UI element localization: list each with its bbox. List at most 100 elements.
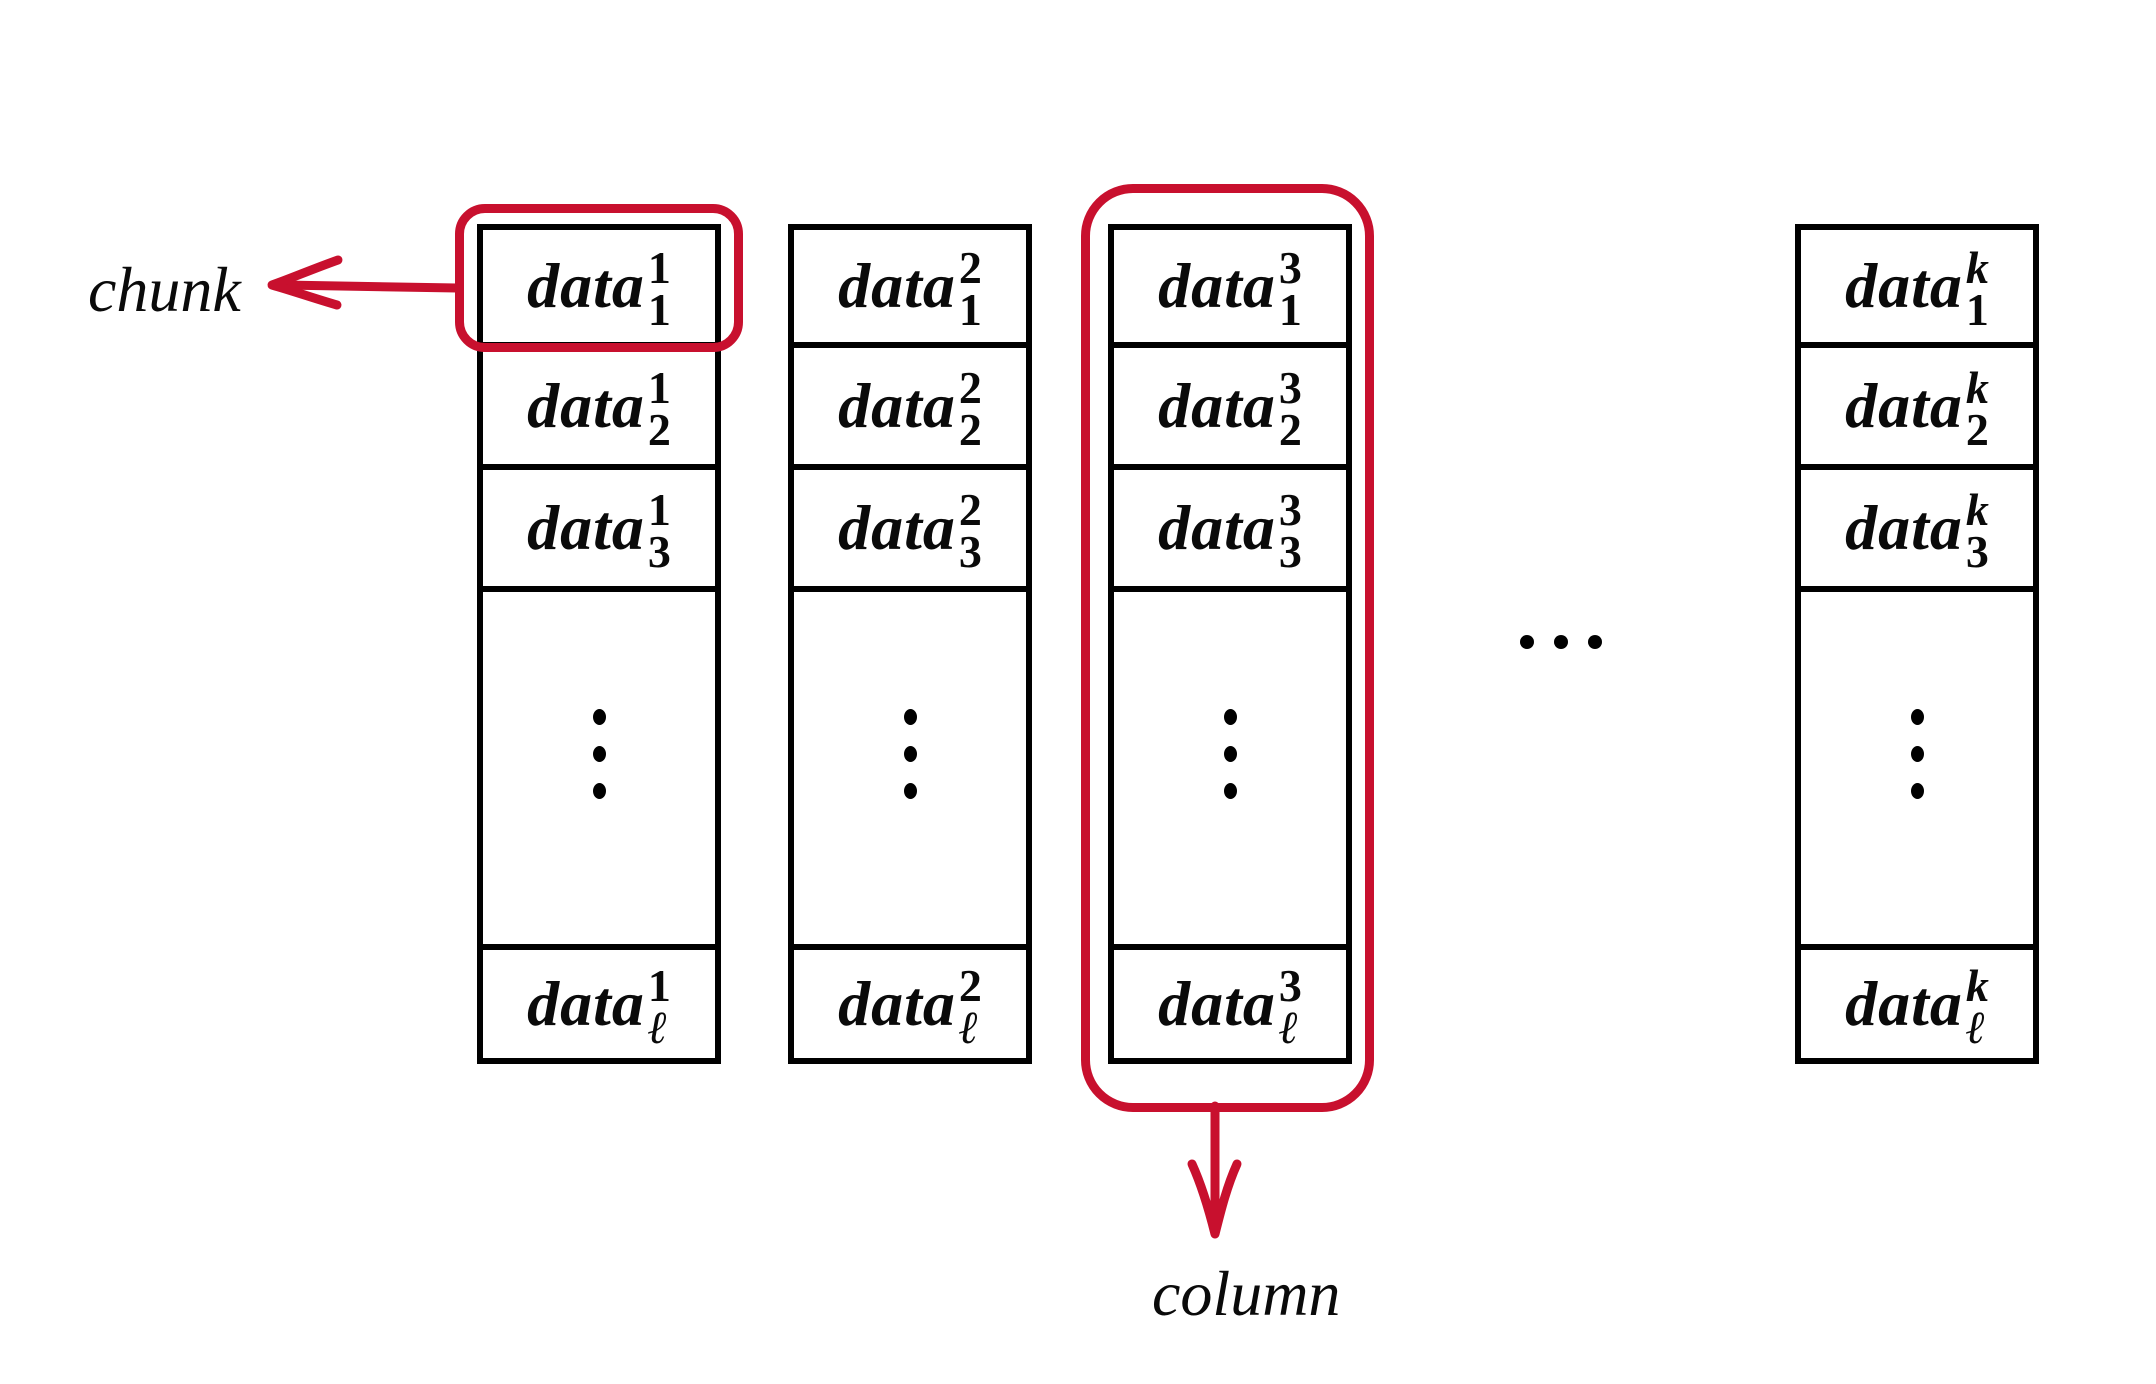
superscript: 1 — [647, 959, 671, 1011]
cell-word: data — [838, 250, 956, 321]
cell-word: data — [1158, 492, 1276, 563]
column-annotation-label: column — [1152, 1258, 1341, 1329]
cell-ellipsis-1 — [483, 586, 715, 944]
vertical-ellipsis-icon — [592, 709, 606, 799]
superscript: 3 — [1278, 483, 1302, 535]
cell-ellipsis-k — [1801, 586, 2033, 944]
subscript: 3 — [647, 526, 671, 577]
superscript: 2 — [958, 361, 982, 413]
subscript: 3 — [958, 526, 982, 577]
superscript: 2 — [958, 483, 982, 535]
superscript: k — [1965, 241, 1989, 293]
superscript: 3 — [1278, 361, 1302, 413]
cell-word: data — [527, 370, 645, 441]
subscript: 2 — [958, 404, 982, 455]
subscript: ℓ — [647, 1002, 668, 1053]
superscript: 1 — [647, 361, 671, 413]
column-down-arrow-icon — [1187, 1101, 1242, 1239]
superscript: k — [1965, 959, 1989, 1011]
subscript: ℓ — [1965, 1002, 1986, 1053]
cell-word: data — [1845, 968, 1963, 1039]
vertical-ellipsis-icon — [1223, 709, 1237, 799]
subscript: 1 — [1965, 284, 1989, 335]
subscript: 2 — [1965, 404, 1989, 455]
chunk-annotation-label: chunk — [88, 254, 241, 325]
cell-ellipsis-3 — [1114, 586, 1346, 944]
superscript: 1 — [647, 483, 671, 535]
subscript: ℓ — [1278, 1002, 1299, 1053]
cell-word: data — [1158, 370, 1276, 441]
chunk-left-arrow-icon — [267, 255, 462, 310]
cell-word: data — [527, 250, 645, 321]
subscript: 1 — [1278, 284, 1302, 335]
cell-word: data — [1845, 492, 1963, 563]
superscript: 2 — [958, 959, 982, 1011]
cell-word: data — [1845, 370, 1963, 441]
subscript: ℓ — [958, 1002, 979, 1053]
superscript: 2 — [958, 241, 982, 293]
cell-word: data — [1158, 968, 1276, 1039]
cell-word: data — [1845, 250, 1963, 321]
cell-ellipsis-2 — [794, 586, 1026, 944]
column-highlight-box — [1081, 184, 1374, 1112]
superscript: 1 — [647, 241, 671, 293]
horizontal-ellipsis-icon — [1520, 635, 1602, 649]
subscript: 2 — [647, 404, 671, 455]
cell-word: data — [838, 492, 956, 563]
cell-word: data — [527, 968, 645, 1039]
superscript: k — [1965, 483, 1989, 535]
cell-word: data — [838, 370, 956, 441]
chunk-highlight-box — [455, 204, 743, 352]
subscript: 1 — [647, 284, 671, 335]
subscript: 1 — [958, 284, 982, 335]
superscript: k — [1965, 361, 1989, 413]
vertical-ellipsis-icon — [903, 709, 917, 799]
